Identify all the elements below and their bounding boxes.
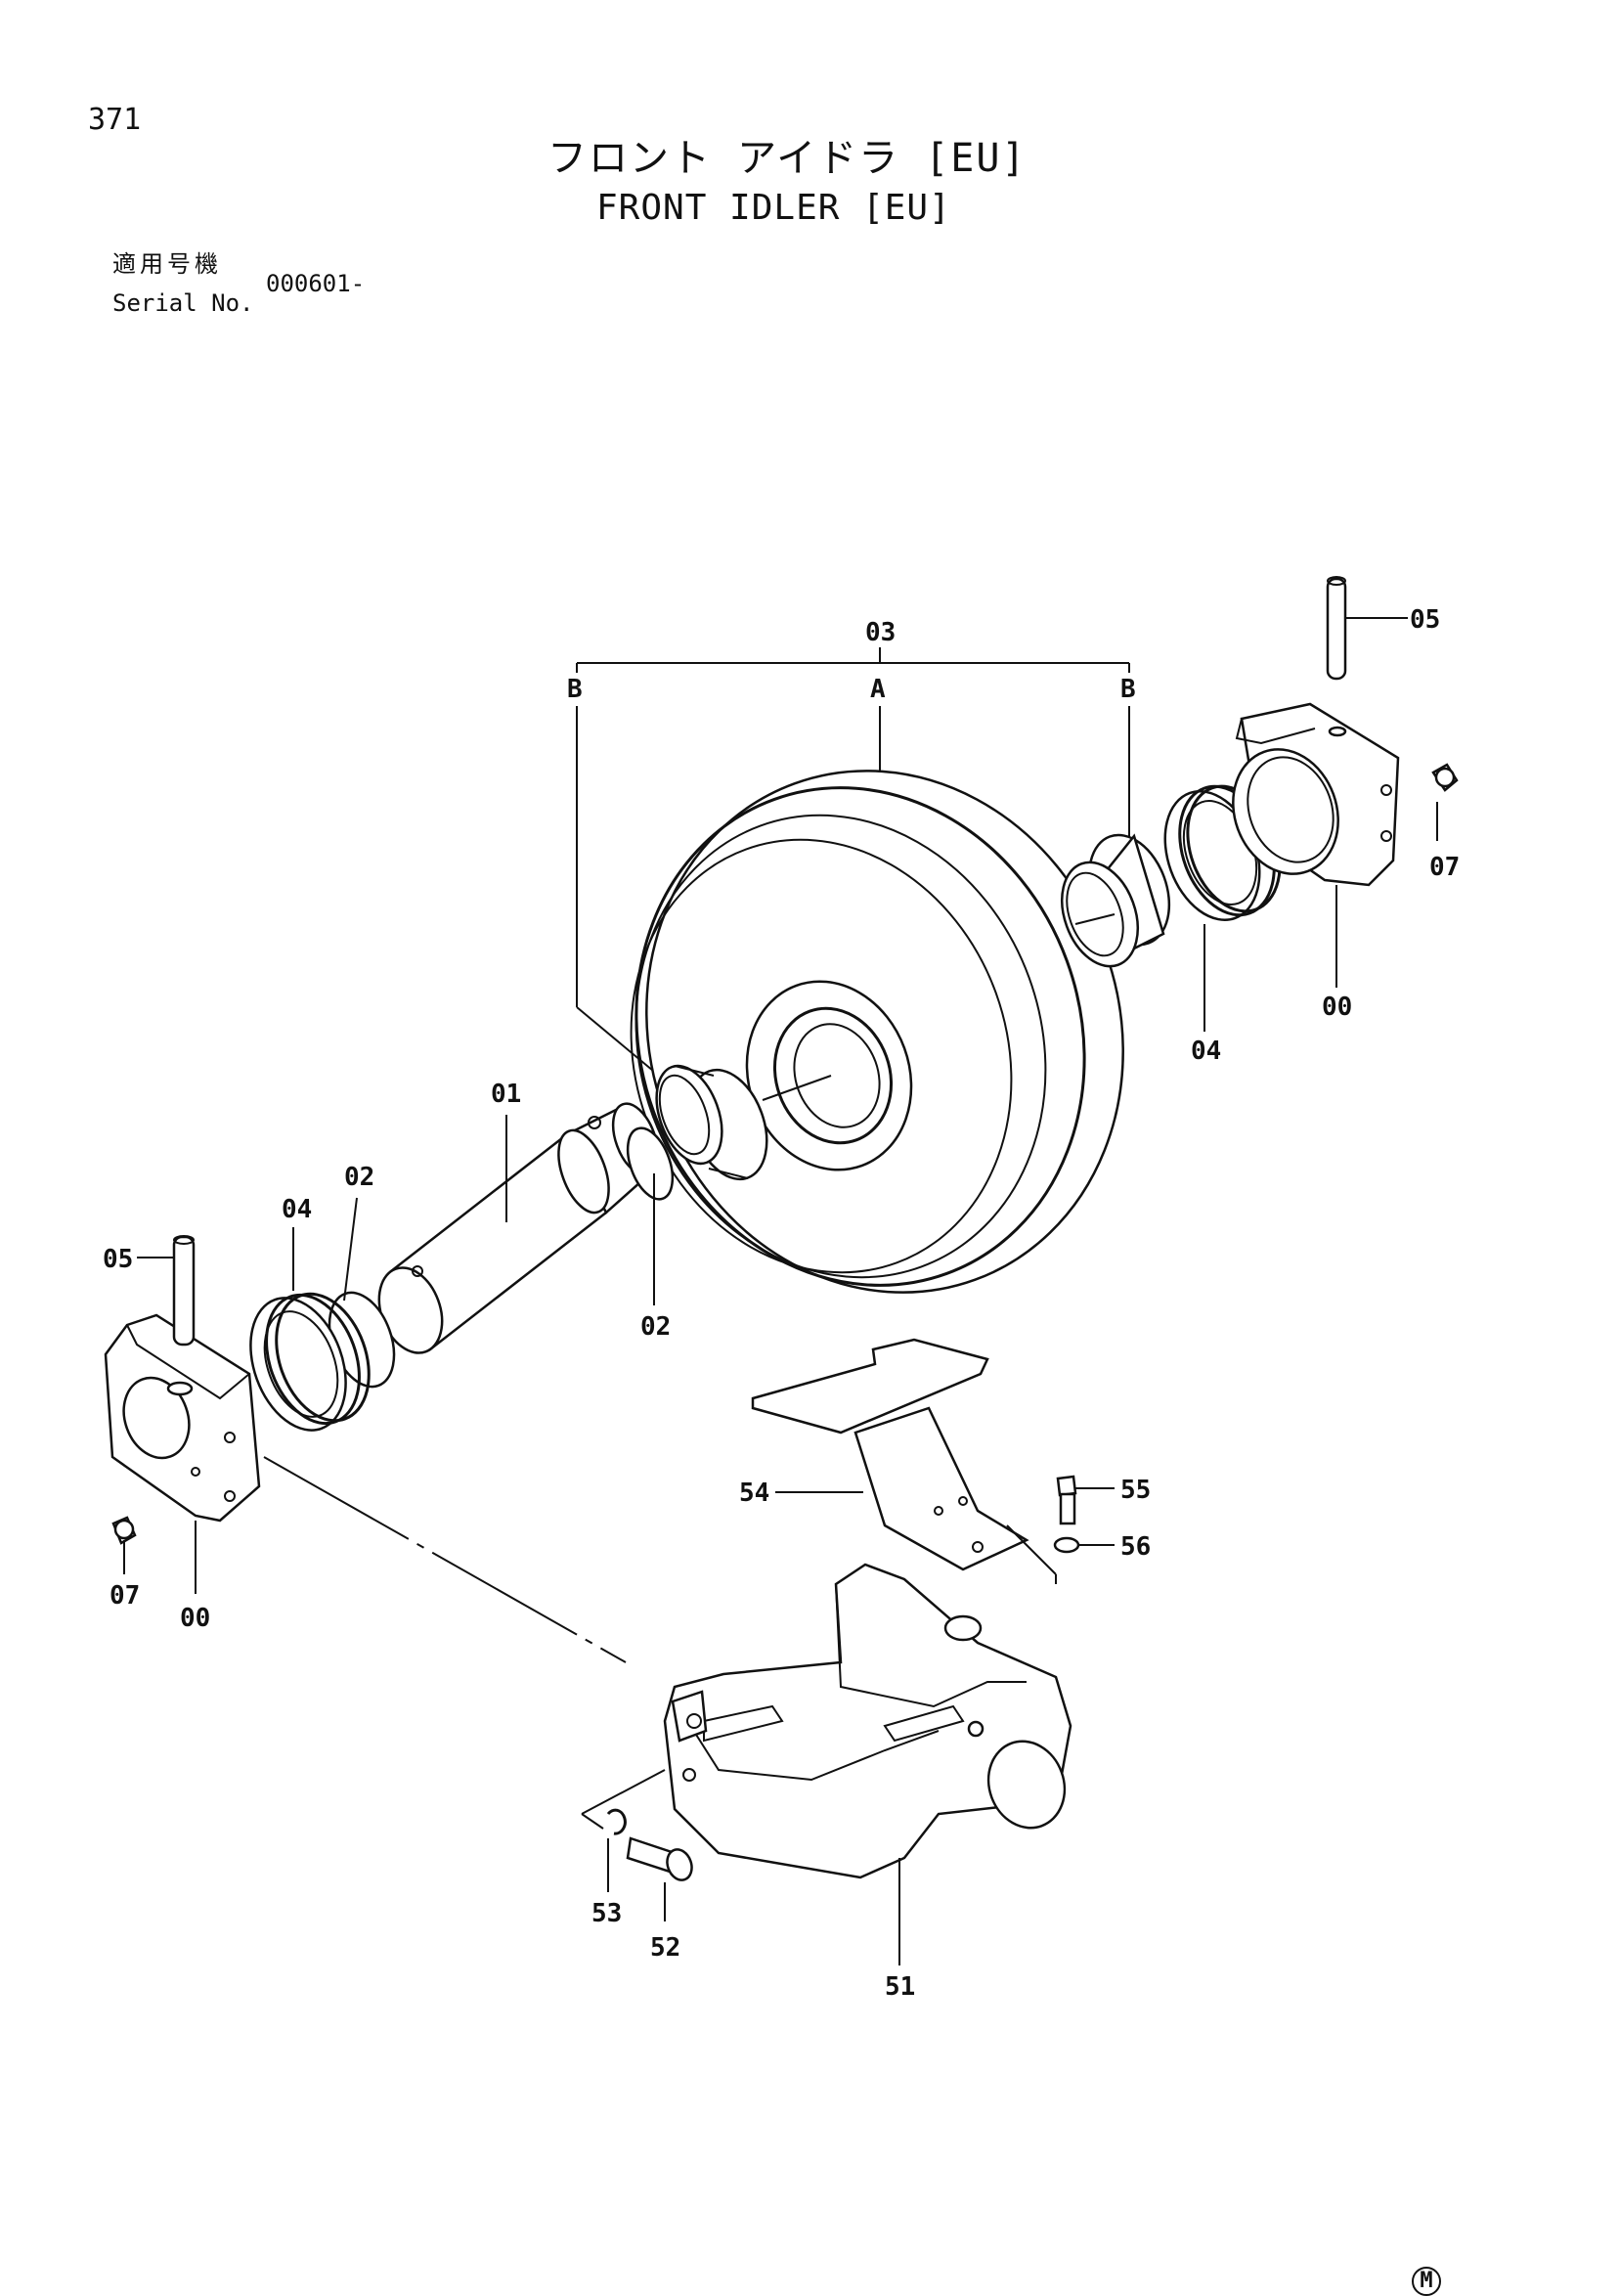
callout-07-left: 07 — [109, 1581, 140, 1611]
callout-00-right: 00 — [1322, 993, 1352, 1022]
callout-52: 52 — [650, 1933, 680, 1963]
alignment-dashed-line — [263, 1456, 627, 1663]
bracket-00-right — [1232, 702, 1400, 887]
bushing-left — [655, 1064, 768, 1181]
serial-label-japanese: 適用号機 — [112, 250, 222, 278]
plug-07-right — [1431, 763, 1459, 792]
page-title-japanese: フロント アイドラ [EU] — [547, 136, 1028, 181]
pin-05-right — [1326, 576, 1408, 681]
callout-55: 55 — [1120, 1476, 1151, 1505]
bracket-00-left — [104, 1313, 261, 1523]
bolt-55 — [1056, 1475, 1115, 1525]
page-number: 371 — [88, 103, 142, 137]
callout-54: 54 — [739, 1479, 769, 1508]
page-title-english: FRONT IDLER [EU] — [596, 188, 951, 228]
yoke-51 — [663, 1563, 1072, 1879]
callout-02-lower: 02 — [640, 1312, 671, 1342]
washer-56 — [1006, 1524, 1115, 1584]
callout-B-right: B — [1120, 675, 1136, 704]
callout-53: 53 — [591, 1899, 622, 1928]
bolt-52 — [626, 1836, 693, 1881]
circled-m-mark: M — [1412, 2267, 1441, 2296]
plate-54 — [751, 1338, 1029, 1571]
callout-B-left: B — [567, 675, 583, 704]
washer-53 — [581, 1769, 666, 1835]
callout-02-upper: 02 — [344, 1163, 374, 1192]
seal-04-left — [249, 1292, 371, 1432]
o-ring-02-right — [626, 1126, 675, 1201]
callout-00-left: 00 — [180, 1604, 210, 1633]
callout-51: 51 — [885, 1972, 915, 2002]
pin-05-left — [137, 1235, 196, 1347]
serial-label-english: Serial No. — [112, 289, 254, 317]
assembly-03-bracket — [576, 647, 1130, 1082]
leader-lines — [123, 802, 1438, 1965]
callout-07-right: 07 — [1429, 853, 1460, 882]
callout-05-left: 05 — [103, 1245, 133, 1274]
callout-04-left: 04 — [282, 1195, 312, 1224]
idler-wheel — [630, 770, 1124, 1294]
callout-56: 56 — [1120, 1532, 1151, 1562]
callout-04-right: 04 — [1191, 1037, 1221, 1066]
serial-number-value: 000601- — [266, 270, 366, 297]
callout-05-right: 05 — [1410, 605, 1440, 635]
callout-01: 01 — [491, 1080, 521, 1109]
callout-03: 03 — [865, 618, 896, 647]
shaft-01 — [377, 1102, 660, 1354]
callout-A: A — [870, 675, 886, 704]
plug-07-left — [111, 1516, 137, 1545]
bushing-right — [1061, 833, 1171, 968]
